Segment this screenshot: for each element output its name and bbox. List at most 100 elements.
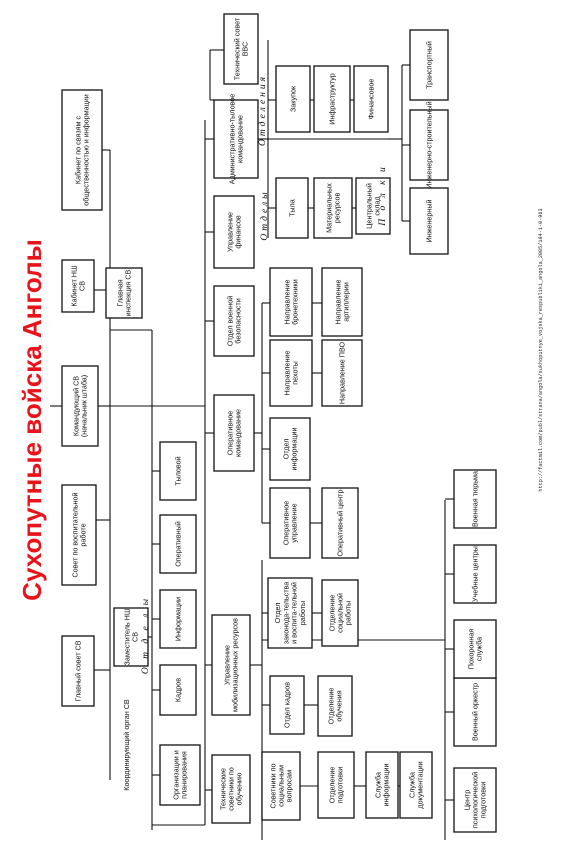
otdeleniya-label: Отделения	[257, 74, 268, 146]
box-frame	[321, 487, 359, 559]
box-frame	[453, 469, 497, 529]
org-box-voenny-orkestr: Военный оркестр	[453, 677, 497, 747]
org-box-glavnaya-inspekciya: Главнаяинспекция СВ	[105, 267, 143, 319]
box-label: Тыла	[288, 199, 297, 216]
box-frame	[269, 417, 311, 481]
box-frame	[317, 675, 353, 737]
org-box-tekh-sovetniki: Техническиесоветники пообучению	[211, 754, 251, 824]
org-box-zakupok: Закупок	[275, 65, 311, 133]
box-frame	[211, 754, 251, 824]
org-box-kadrov: Кадров	[159, 664, 197, 716]
box-label: Советники посоциальнымвопросам	[268, 763, 293, 808]
org-box-otdelenie-podgotovki: Отделениеподготовки	[317, 751, 355, 819]
org-box-commander: Командующий СВ(начальник штаба)	[61, 365, 99, 447]
box-frame	[313, 65, 351, 133]
org-box-zamestitel: Заместитель НШСВ	[113, 607, 149, 667]
box-frame	[365, 751, 399, 819]
box-label: Материальныхресурсов	[324, 183, 341, 233]
box-label: Совет по воспитательнойработе	[70, 492, 87, 577]
box-frame	[269, 675, 305, 735]
box-label: Кадров	[174, 678, 183, 702]
box-label: Закупок	[289, 85, 298, 112]
box-frame	[159, 589, 197, 649]
box-label: Инженерно-строительный	[425, 101, 434, 188]
box-frame	[453, 767, 497, 833]
org-box-infrastruktur: Инфраструктур	[313, 65, 351, 133]
box-frame	[321, 579, 359, 647]
box-frame	[223, 13, 259, 85]
org-box-operativnoe-kom: Оперативноекомандование	[213, 394, 255, 472]
box-frame	[409, 187, 449, 255]
org-box-pokhoronnaya: Похороннаяслужба	[453, 619, 497, 679]
box-label: Учебные центры	[471, 546, 480, 602]
box-frame	[213, 195, 255, 269]
box-frame	[159, 441, 197, 501]
box-frame	[313, 177, 353, 239]
box-frame	[61, 484, 97, 586]
box-frame	[267, 577, 313, 649]
org-box-inzh-stroit: Инженерно-строительный	[409, 101, 449, 189]
box-frame	[321, 339, 363, 407]
org-box-inzhenerny: Инженерный	[409, 187, 449, 255]
box-label: Оперативный	[174, 521, 183, 567]
org-box-sluzhba-doc: Службадокументации	[399, 751, 433, 819]
org-box-uchebnye-centry: Учебные центры	[453, 544, 497, 604]
org-box-operativnoe-upr: Оперативноеуправление	[269, 487, 311, 559]
box-label: Кабинет по связям собщественностью и инф…	[73, 94, 90, 206]
box-label: Информации	[174, 597, 183, 641]
box-frame	[321, 267, 363, 337]
box-frame	[105, 267, 143, 319]
box-label: Административно-тыловоекомандование	[227, 94, 244, 185]
box-label: Направлениебронетехники	[282, 279, 299, 325]
box-label: Техническиесоветники пообучению	[218, 767, 243, 811]
box-label: Службаинформации	[373, 764, 390, 807]
box-frame	[269, 339, 313, 407]
org-box-sovetniki-soc: Советники посоциальнымвопросам	[261, 751, 301, 821]
box-label: Организации ипланирования	[171, 750, 188, 799]
box-frame	[453, 544, 497, 604]
org-box-finansovoe: Финансовое	[353, 65, 389, 133]
box-label: Отдел кадров	[283, 682, 292, 728]
org-box-kabinet-svyazi: Кабинет по связям собщественностью и инф…	[61, 89, 103, 211]
org-box-otdelenie-obucheniya: Отделениеобучения	[317, 675, 353, 737]
org-box-sluzhba-info: Службаинформации	[365, 751, 399, 819]
box-label: Отделениеобучения	[326, 688, 343, 725]
chart-title: Сухопутные войска Анголы	[17, 239, 47, 601]
box-frame	[213, 285, 255, 357]
box-label: Финансовое	[367, 79, 376, 120]
box-frame	[61, 635, 95, 707]
box-frame	[211, 614, 251, 716]
box-label: Отделзаконода-тельстваи воспита-тельнойр…	[273, 582, 307, 644]
otdely-left-label: О т д е л ы	[140, 596, 151, 674]
org-box-sovet-vospit: Совет по воспитательнойработе	[61, 484, 97, 586]
box-label: Службадокументации	[407, 761, 424, 808]
org-box-voennaya-tyurma: Военная тюрьма	[453, 469, 497, 529]
polki-label: П о л к и	[378, 164, 388, 226]
box-frame	[453, 619, 497, 679]
box-label: Отделениесоциальнойработы	[327, 593, 352, 633]
box-frame	[355, 177, 391, 235]
box-frame	[317, 751, 355, 819]
org-box-mater-resursov: Материальныхресурсов	[313, 177, 353, 239]
org-box-org-plan: Организации ипланирования	[159, 744, 201, 806]
coordinating-organ-label: Координирующий орган СВ	[122, 699, 131, 791]
box-frame	[399, 751, 433, 819]
box-frame	[409, 109, 449, 181]
org-box-centralny-sklad: Центральныйсклад	[355, 177, 391, 235]
box-frame	[159, 514, 197, 574]
box-label: Кабинет НШСВ	[69, 265, 86, 306]
org-box-informacii: Информации	[159, 589, 197, 649]
org-box-kabinet-nsh: Кабинет НШСВ	[61, 259, 95, 313]
org-box-otdel-kadrov: Отдел кадров	[269, 675, 305, 735]
box-frame	[213, 394, 255, 472]
box-label: Похороннаяслужба	[466, 629, 483, 670]
box-label: Центральныйсклад	[364, 183, 381, 229]
box-label: Военный оркестр	[471, 683, 480, 741]
box-label: Управлениемобилизационных ресурсов	[222, 618, 239, 712]
box-frame	[213, 99, 259, 179]
box-label: Отделинформации	[281, 428, 298, 471]
org-box-napr-artillerii: Направлениеартиллерии	[321, 267, 363, 337]
box-frame	[159, 664, 197, 716]
org-box-napr-bronetekhniki: Направлениебронетехники	[269, 267, 313, 337]
box-label: Заместитель НШСВ	[122, 609, 139, 666]
